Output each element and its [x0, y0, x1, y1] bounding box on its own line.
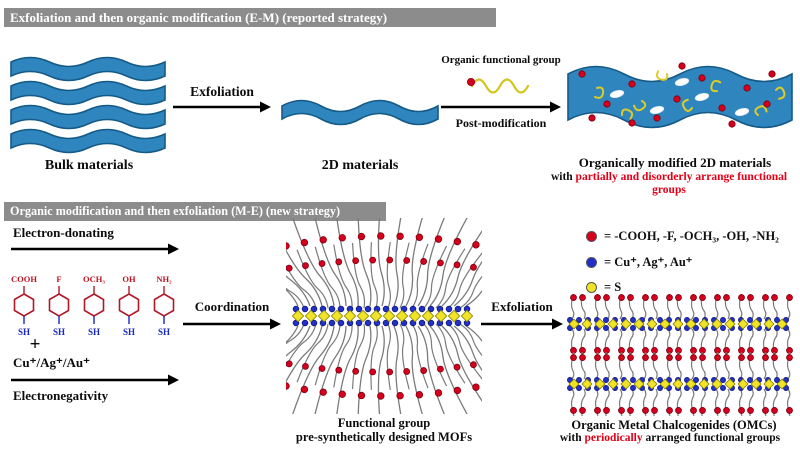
- legend-label: = S: [604, 280, 622, 294]
- materials-2d-illustration: [281, 99, 439, 126]
- organic-functional-group-squiggle: [467, 77, 530, 94]
- modified-sub-suffix: arrange functional groups: [652, 171, 788, 197]
- electronegativity-arrow: [11, 374, 179, 386]
- exfoliation-arrow-label: Exfoliation: [190, 84, 254, 99]
- svg-text:SH: SH: [158, 327, 170, 337]
- materials-2d-label: 2D materials: [321, 158, 399, 173]
- modified-sub-prefix: with: [550, 171, 576, 183]
- exfoliation-bottom-label: Exfoliation: [491, 299, 553, 314]
- omc-illustration: [567, 294, 794, 416]
- molecules-illustration: COOH SH F SH OCH₃ SH OH SH NH₂ SH: [11, 274, 175, 337]
- omc-title: Organic Metal Chalcogenides (OMCs): [571, 418, 777, 432]
- modified-2d-title: Organically modified 2D materials: [578, 155, 772, 170]
- electron-donating-label: Electron-donating: [13, 225, 114, 240]
- modified-2d-subtitle: with partially and disorderly arrange fu…: [538, 171, 800, 197]
- em-strategy-header: Exfoliation and then organic modificatio…: [4, 8, 496, 27]
- legend-label: = Cu⁺, Ag⁺, Au⁺: [604, 255, 693, 269]
- bulk-materials-label: Bulk materials: [44, 158, 134, 173]
- legend-row: = Cu⁺, Ag⁺, Au⁺: [586, 254, 779, 270]
- post-modification-label: Post-modification: [455, 116, 547, 130]
- svg-text:NH₂: NH₂: [156, 274, 172, 284]
- me-strategy-header: Organic modification and then exfoliatio…: [4, 202, 386, 221]
- svg-text:OCH₃: OCH₃: [83, 274, 105, 284]
- blue-dot-icon: [586, 256, 597, 268]
- mof-illustration: [286, 218, 482, 414]
- exfoliation-bottom-arrow: [481, 318, 563, 330]
- plus-sign: +: [29, 334, 41, 355]
- svg-text:OH: OH: [122, 274, 136, 284]
- omc-sub-red: periodically: [584, 432, 643, 444]
- modified-sub-red: partially and disorderly: [575, 171, 693, 183]
- svg-text:F: F: [56, 274, 61, 284]
- metals-label: Cu⁺/Ag⁺/Au⁺: [13, 355, 90, 370]
- modified-2d-illustration: [567, 62, 793, 129]
- mof-subtitle: pre-synthetically designed MOFs: [295, 430, 473, 444]
- legend-row: = -COOH, -F, -OCH₃, -OH, -NH₂: [586, 229, 779, 244]
- red-dot-icon: [586, 231, 597, 242]
- legend-row: = S: [586, 280, 779, 295]
- omc-sub-suffix: arranged functional groups: [642, 432, 781, 444]
- organic-functional-group-label: Organic functional group: [441, 54, 561, 66]
- legend-label: = -COOH, -F, -OCH₃, -OH, -NH₂: [604, 229, 779, 243]
- svg-text:SH: SH: [18, 327, 30, 337]
- bulk-materials-illustration: [10, 56, 166, 154]
- coordination-arrow-label: Coordination: [194, 299, 270, 314]
- omc-subtitle: with periodically arranged functional gr…: [540, 432, 800, 445]
- post-modification-arrow: [441, 101, 561, 113]
- omc-sub-prefix: with: [559, 432, 585, 444]
- svg-text:SH: SH: [123, 327, 135, 337]
- exfoliation-arrow: [173, 101, 271, 113]
- svg-text:SH: SH: [88, 327, 100, 337]
- coordination-arrow: [183, 318, 281, 330]
- yellow-dot-icon: [586, 282, 597, 293]
- svg-text:SH: SH: [53, 327, 65, 337]
- svg-text:COOH: COOH: [11, 274, 37, 284]
- electronegativity-label: Electronegativity: [13, 388, 109, 403]
- legend: = -COOH, -F, -OCH₃, -OH, -NH₂ = Cu⁺, Ag⁺…: [586, 229, 779, 305]
- electron-donating-arrow: [11, 243, 179, 255]
- mof-title: Functional group: [337, 416, 431, 430]
